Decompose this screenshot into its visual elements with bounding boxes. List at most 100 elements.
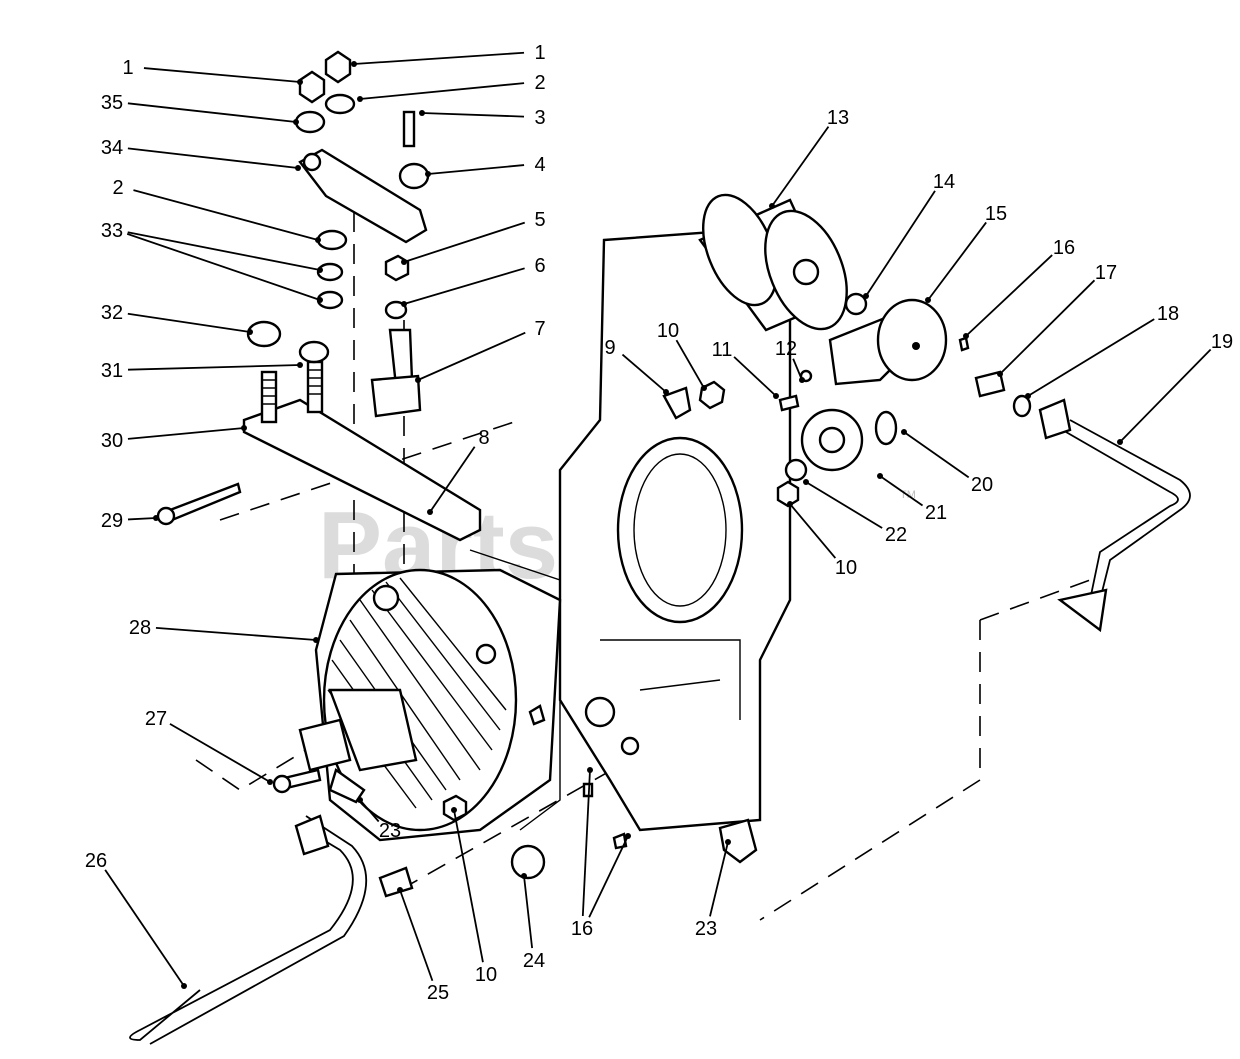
leader-dot-c10a <box>701 385 707 391</box>
leader-line-c12 <box>792 358 803 381</box>
leader-line-c34 <box>127 147 299 169</box>
callout-label-c16b: 16 <box>571 918 593 940</box>
leader-dot-c18 <box>1025 393 1031 399</box>
callout-label-c5: 5 <box>534 209 545 231</box>
leader-dot-c32 <box>247 329 253 335</box>
leader-dot-c33b <box>317 297 323 303</box>
leader-dot-c8 <box>427 509 433 515</box>
leader-dot-c24 <box>521 873 527 879</box>
line-fitting <box>1057 588 1108 633</box>
callout-label-c2a: 2 <box>534 72 545 94</box>
leader-line-c2b <box>133 189 319 241</box>
leader-line-c35 <box>127 102 297 123</box>
leader-dot-c11 <box>773 393 779 399</box>
leader-dot-c4 <box>425 171 431 177</box>
oil-line-right <box>1069 419 1191 601</box>
leader-line-c10a <box>675 339 705 389</box>
leader-line-c33 <box>127 231 321 271</box>
leader-line-c6 <box>403 267 525 305</box>
callout-label-c23a: 23 <box>379 820 401 842</box>
leader-line-c3 <box>421 112 525 118</box>
callout-label-c2b: 2 <box>112 177 123 199</box>
leader-lines <box>104 51 1212 989</box>
callout-label-c32: 32 <box>101 302 123 324</box>
gasket <box>469 549 561 831</box>
callout-label-c25: 25 <box>427 982 449 1004</box>
callout-label-c16a: 16 <box>1053 237 1075 259</box>
callout-label-c11: 11 <box>712 339 733 361</box>
leader-dot-c26 <box>181 983 187 989</box>
leader-dot-c16c <box>625 833 631 839</box>
leader-dot-c2b <box>315 237 321 243</box>
callout-label-c10b: 10 <box>835 557 857 579</box>
callout-label-c1a: 1 <box>122 57 133 79</box>
leader-line-c26 <box>104 869 185 987</box>
gear <box>662 369 898 508</box>
leader-dot-c10c <box>451 807 457 813</box>
leader-line-c18 <box>1027 318 1155 397</box>
callout-label-c23b: 23 <box>695 918 717 940</box>
callout-label-c21: 21 <box>925 502 947 524</box>
leader-dot-c9 <box>663 389 669 395</box>
callout-label-c10c: 10 <box>475 964 497 986</box>
callout-label-c6: 6 <box>534 255 545 277</box>
leader-dot-c2a <box>357 96 363 102</box>
leader-dot-c17 <box>997 371 1003 377</box>
leader-dot-c27 <box>267 779 273 785</box>
leader-line-c8 <box>429 446 476 513</box>
callout-label-c15: 15 <box>985 203 1007 225</box>
leader-line-c16c <box>588 835 629 918</box>
leader-line-c33b <box>126 232 321 301</box>
callout-label-c13: 13 <box>827 107 849 129</box>
leader-line-c16a <box>965 254 1053 337</box>
leader-line-c29 <box>127 517 157 521</box>
oil-line-left <box>129 825 354 1041</box>
leader-line-c2a <box>359 82 525 100</box>
callout-label-c3: 3 <box>534 107 545 129</box>
callout-label-c20: 20 <box>971 474 993 496</box>
oil-filter <box>698 193 848 332</box>
leader-dot-c35 <box>293 119 299 125</box>
leader-line-c10c <box>453 809 484 963</box>
callout-label-c1b: 1 <box>534 42 545 64</box>
callout-label-c9: 9 <box>604 337 615 359</box>
leader-dot-c28 <box>313 637 319 643</box>
leader-line-c14 <box>865 190 936 297</box>
callout-label-c22: 22 <box>885 524 907 546</box>
fittings-right <box>958 336 1072 440</box>
leader-dot-c21 <box>877 473 883 479</box>
leader-dot-c34 <box>295 165 301 171</box>
linkage-plate <box>246 50 430 418</box>
leader-line-c24 <box>523 875 534 949</box>
leader-line-c11 <box>733 356 777 397</box>
leader-line-c19 <box>1119 348 1212 443</box>
leader-dot-c3 <box>419 110 425 116</box>
leader-dot-c16a <box>963 333 969 339</box>
callout-label-c31: 31 <box>101 360 123 382</box>
callout-label-c18: 18 <box>1157 303 1179 325</box>
leader-dot-c1b <box>351 61 357 67</box>
leader-line-c25 <box>399 889 434 982</box>
leader-line-c22 <box>805 481 883 529</box>
leader-line-c20 <box>903 431 970 479</box>
leader-dot-c5 <box>401 259 407 265</box>
leader-line-c13 <box>771 126 830 207</box>
callout-label-c8: 8 <box>478 427 489 449</box>
leader-dot-c31 <box>297 362 303 368</box>
leader-line-c10b <box>789 503 837 559</box>
filter-adapter <box>828 292 948 386</box>
leader-dot-c6 <box>401 301 407 307</box>
leader-dot-c19 <box>1117 439 1123 445</box>
crankcase-housing <box>558 228 792 832</box>
callout-label-c29: 29 <box>101 510 123 532</box>
leader-line-c4 <box>427 164 525 175</box>
callout-label-c30: 30 <box>101 430 123 452</box>
callout-label-c19: 19 <box>1211 331 1233 353</box>
leader-dot-c23a <box>357 797 363 803</box>
leader-dot-c29 <box>153 515 159 521</box>
leader-line-c7 <box>417 331 526 381</box>
leader-dot-c30 <box>241 425 247 431</box>
leader-line-c1a <box>143 67 301 83</box>
